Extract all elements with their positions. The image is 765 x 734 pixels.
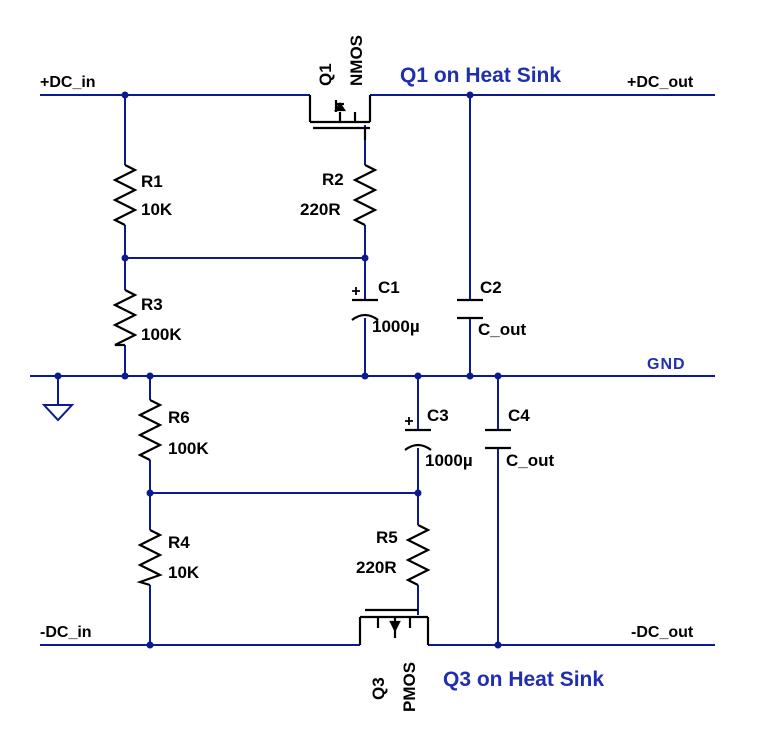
- transistor-q3-pmos: [358, 608, 430, 645]
- label-r2-value: 220R: [300, 200, 341, 219]
- polarity-plus-icon: [405, 417, 413, 425]
- label-c4-value: C_out: [506, 451, 555, 470]
- net-label-dc-out-neg: -DC_out: [631, 624, 694, 641]
- net-label-dc-in-pos: +DC_in: [40, 74, 96, 91]
- net-label-gnd: GND: [647, 356, 686, 373]
- label-r5-value: 220R: [356, 558, 397, 577]
- label-q1-type: NMOS: [347, 35, 366, 86]
- label-r6-value: 100K: [168, 439, 209, 458]
- junction-dot: [361, 254, 369, 262]
- net-labels: +DC_in +DC_out GND -DC_in -DC_out: [40, 74, 694, 641]
- capacitor-c4: [485, 428, 511, 450]
- capacitor-c2: [457, 298, 483, 320]
- junction-dot: [121, 91, 129, 99]
- resistors: [112, 164, 431, 587]
- annotations: Q1 on Heat Sink Q3 on Heat Sink: [400, 64, 604, 691]
- junction-dot: [466, 372, 474, 380]
- label-r5-ref: R5: [376, 528, 398, 547]
- junction-dot: [121, 372, 129, 380]
- label-r1-ref: R1: [141, 172, 163, 191]
- wires: [30, 94, 715, 646]
- junction-dot: [146, 372, 154, 380]
- label-r3-value: 100K: [141, 325, 182, 344]
- label-r4-value: 10K: [168, 563, 200, 582]
- label-r4-ref: R4: [168, 533, 190, 552]
- label-r1-value: 10K: [141, 200, 173, 219]
- transistor-q1-nmos: [308, 95, 372, 140]
- ground-symbol: [41, 404, 75, 422]
- resistor-r5: [405, 524, 431, 586]
- resistor-r3: [112, 289, 138, 347]
- label-c4-ref: C4: [508, 406, 530, 425]
- label-r2-ref: R2: [322, 170, 344, 189]
- resistor-r6: [137, 399, 163, 461]
- capacitor-c3: [404, 417, 432, 451]
- component-labels: R1 10K R3 100K R2 220R C1 1000µ C2 C_out…: [141, 35, 555, 712]
- junction-dot: [494, 641, 502, 649]
- junction-dot: [121, 254, 129, 262]
- junction-dot: [146, 489, 154, 497]
- label-r3-ref: R3: [141, 295, 163, 314]
- net-label-dc-in-neg: -DC_in: [40, 624, 92, 641]
- junction-dot: [54, 372, 62, 380]
- polarity-plus-icon: [352, 287, 360, 295]
- label-c3-value: 1000µ: [425, 451, 473, 470]
- annotation-q1-heat-sink: Q1 on Heat Sink: [400, 64, 561, 87]
- net-label-dc-out-pos: +DC_out: [627, 74, 694, 91]
- annotation-q3-heat-sink: Q3 on Heat Sink: [443, 668, 604, 691]
- label-c2-value: C_out: [478, 320, 527, 339]
- capacitors: [351, 287, 511, 451]
- junction-dot: [361, 372, 369, 380]
- label-r6-ref: R6: [168, 408, 190, 427]
- junction-dot: [146, 641, 154, 649]
- junction-dot: [414, 489, 422, 497]
- label-q3-ref: Q3: [369, 677, 388, 700]
- junction-dot: [466, 91, 474, 99]
- junction-dot: [414, 372, 422, 380]
- resistor-r1: [112, 164, 138, 226]
- label-c2-ref: C2: [480, 278, 502, 297]
- resistor-r2: [352, 164, 378, 226]
- resistor-r4: [136, 529, 163, 587]
- label-c1-ref: C1: [378, 278, 400, 297]
- label-q3-type: PMOS: [400, 662, 419, 712]
- label-c1-value: 1000µ: [372, 317, 420, 336]
- label-c3-ref: C3: [427, 406, 449, 425]
- junction-dot: [494, 372, 502, 380]
- label-q1-ref: Q1: [316, 63, 335, 86]
- capacitor-c1: [351, 287, 379, 321]
- junctions: [54, 91, 502, 649]
